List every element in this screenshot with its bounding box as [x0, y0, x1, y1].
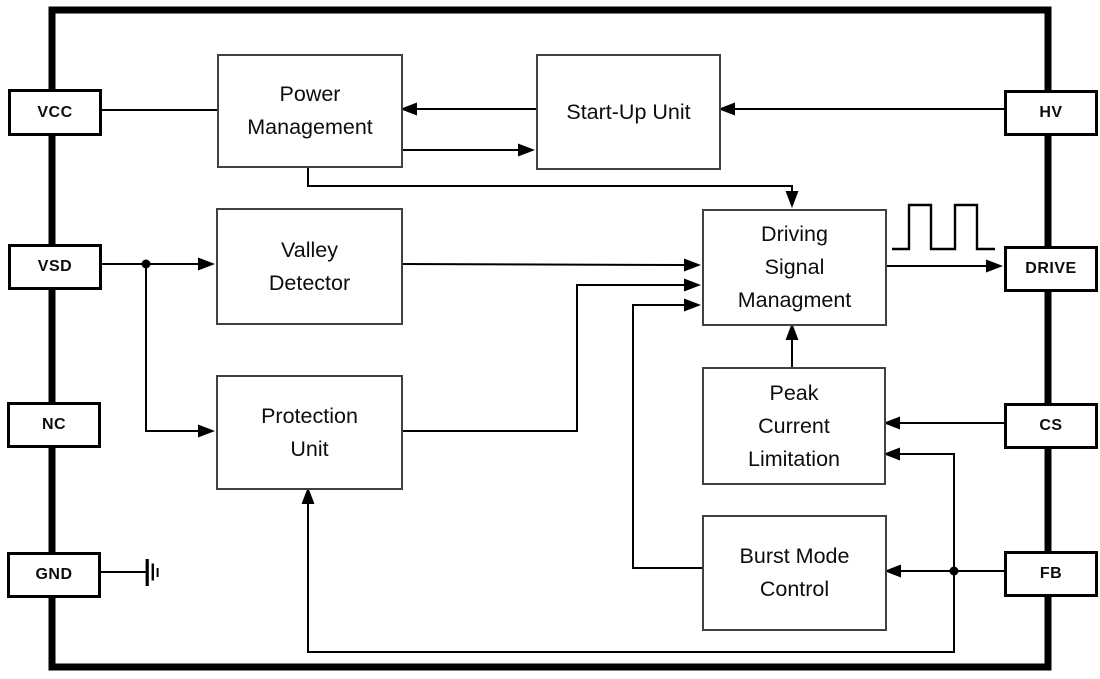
- ic-boundary: [48, 6, 1052, 671]
- pin-label: FB: [1039, 565, 1063, 582]
- block-label: Burst Mode: [739, 544, 850, 568]
- pin-label: GND: [35, 566, 73, 583]
- connector-burst-driving: [632, 304, 702, 569]
- pin-drive: DRIVE: [1004, 246, 1098, 292]
- block-label: Driving: [761, 222, 828, 246]
- block-valley-detector: Valley Detector: [216, 208, 403, 325]
- arrow-into-startup-right: [718, 102, 735, 116]
- arrow-into-driving-bottom: [785, 323, 799, 340]
- arrowheads: [198, 102, 1003, 578]
- pin-cs: CS: [1004, 403, 1098, 449]
- block-label: Start-Up Unit: [566, 99, 691, 124]
- ground-icon: [145, 559, 159, 586]
- pin-label: HV: [1039, 104, 1063, 121]
- connector-fb-peak: [898, 453, 955, 571]
- arrow-into-protection-bottom: [301, 487, 315, 504]
- pin-vcc: VCC: [8, 89, 102, 136]
- arrow-into-peak-2: [883, 447, 900, 461]
- connector-valley-driving: [398, 263, 685, 266]
- pin-label: DRIVE: [1025, 260, 1077, 277]
- connector-lines: [96, 108, 1004, 653]
- pin-vsd: VSD: [8, 244, 102, 290]
- block-startup-unit: Start-Up Unit: [536, 54, 721, 170]
- pin-hv: HV: [1004, 90, 1098, 136]
- arrow-into-startup-left: [518, 143, 535, 157]
- arrow-into-power: [400, 102, 417, 116]
- block-burst-mode-control: Burst Mode Control: [702, 515, 887, 631]
- block-label: Limitation: [747, 446, 840, 471]
- block-protection-unit: Protection Unit: [216, 375, 403, 490]
- block-label: Power: [279, 82, 341, 106]
- block-label: Detector: [268, 270, 351, 295]
- arrow-into-valley: [198, 257, 215, 271]
- pin-fb: FB: [1004, 551, 1098, 597]
- pin-gnd: GND: [7, 552, 101, 598]
- block-label: Valley: [281, 237, 338, 262]
- connector-vsd-protection: [145, 264, 200, 432]
- block-label: Control: [759, 577, 830, 601]
- block-peak-current-limitation: Peak Current Limitation: [702, 367, 886, 485]
- junction-dot: [949, 566, 959, 576]
- arrow-into-driving-top: [785, 191, 799, 208]
- pin-nc: NC: [7, 402, 101, 448]
- junction-dots: [141, 259, 959, 576]
- block-label: Protection: [261, 403, 358, 428]
- pin-label: VCC: [37, 103, 73, 121]
- pin-label: CS: [1039, 417, 1063, 434]
- arrow-into-burst: [884, 564, 901, 578]
- block-label: Unit: [290, 436, 329, 461]
- pin-label: NC: [41, 416, 67, 433]
- block-power-management: Power Management: [217, 54, 403, 168]
- pulse-waveform-icon: [892, 203, 995, 251]
- arrow-into-drive-pin: [986, 259, 1003, 273]
- junction-dot: [141, 259, 151, 269]
- block-label: Management: [247, 115, 373, 139]
- block-label: Signal: [764, 255, 825, 279]
- arrow-into-driving-2: [684, 278, 701, 292]
- connector-protection-driving: [399, 284, 684, 432]
- block-label: Peak: [769, 380, 819, 405]
- arrow-into-driving-1: [684, 258, 701, 272]
- block-driving-signal-management: Driving Signal Managment: [702, 209, 887, 326]
- arrow-into-peak-1: [883, 416, 900, 430]
- connector-fb-protection: [307, 502, 955, 653]
- block-label: Managment: [737, 288, 852, 312]
- block-label: Current: [758, 413, 830, 438]
- connector-power-driving: [307, 166, 793, 193]
- pin-label: VSD: [37, 258, 73, 275]
- arrow-into-protection-left: [198, 424, 215, 438]
- arrow-into-driving-3: [684, 298, 701, 312]
